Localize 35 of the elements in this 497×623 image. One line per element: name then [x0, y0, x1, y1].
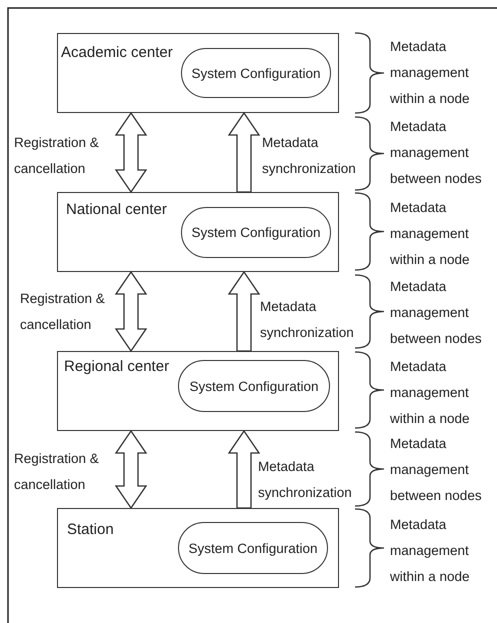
process-box — [57, 508, 339, 588]
rounded-process-box — [178, 360, 330, 412]
edge-label: Registration & cancellation — [20, 290, 106, 334]
process-box — [57, 33, 339, 113]
node-title: Station — [67, 521, 114, 538]
node-title: National center — [66, 201, 167, 218]
rounded-process-box — [181, 48, 331, 98]
box-label: System Configuration — [188, 540, 318, 556]
edge-label: Registration & cancellation — [14, 450, 100, 494]
annotation-text: Metadata management within a node — [390, 358, 471, 428]
edge-label: Metadata synchronization — [260, 298, 355, 342]
box-label: System Configuration — [191, 66, 321, 80]
double-block-arrow — [114, 430, 148, 510]
process-box — [57, 192, 339, 272]
annotation-text: Metadata management within a node — [390, 199, 471, 269]
rounded-process-box — [181, 207, 331, 258]
edge-label: Registration & cancellation — [14, 134, 100, 178]
block-arrow — [228, 430, 260, 509]
double-block-arrow — [114, 270, 148, 352]
rounded-process-box — [178, 522, 328, 574]
box-label: System Configuration — [191, 225, 321, 240]
annotation-text: Metadata management within a node — [390, 38, 471, 108]
annotation-text: Metadata management between nodes — [390, 435, 483, 505]
double-block-arrow — [114, 112, 148, 194]
block-arrow — [228, 112, 260, 193]
edge-label: Metadata synchronization — [258, 458, 353, 502]
annotation-text: Metadata management between nodes — [390, 118, 483, 188]
edge-label: Metadata synchronization — [262, 134, 357, 178]
block-arrow — [228, 270, 260, 352]
node-title: Academic center — [61, 44, 173, 61]
box-label: System Configuration — [189, 378, 319, 394]
annotation-text: Metadata management between nodes — [390, 278, 483, 348]
process-box — [57, 351, 339, 431]
node-title: Regional center — [64, 358, 170, 375]
annotation-text: Metadata management within a node — [390, 516, 471, 586]
